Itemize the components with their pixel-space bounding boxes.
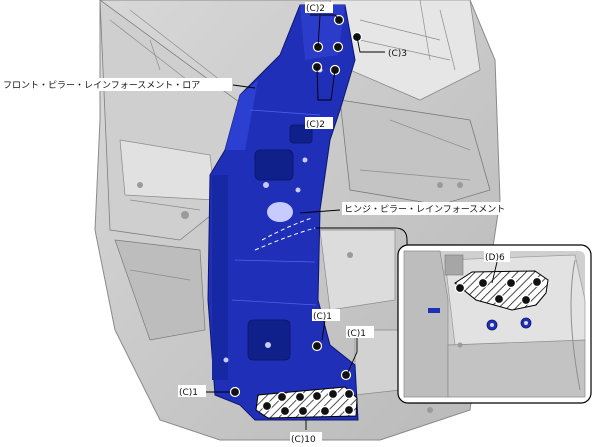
label-c1-right: (C)1: [346, 326, 374, 339]
label-c1-left: (C)1: [178, 385, 206, 398]
label-c1-left-text: (C)1: [179, 388, 198, 398]
weld-dots-panel: [229, 14, 363, 417]
label-c2-mid: (C)2: [305, 117, 333, 130]
weld-dot: [311, 390, 323, 402]
weld-dot: [229, 386, 241, 398]
label-c1-right-text: (C)1: [347, 329, 366, 339]
weld-dot: [493, 293, 505, 305]
label-c2-top-text: (C)2: [306, 4, 325, 14]
weld-dot: [279, 405, 291, 417]
labels: (C)2 (C)3 フロント・ピラー・レインフォースメント・ロア (C)2 ヒン…: [2, 2, 532, 445]
label-c2-top: (C)2: [305, 2, 333, 14]
weld-dot: [319, 405, 331, 417]
weld-dots-inset: [454, 276, 543, 306]
weld-dot: [520, 294, 532, 306]
detail-inset: [316, 227, 592, 404]
label-front-pillar-lower: フロント・ピラー・レインフォースメント・ロア: [2, 78, 232, 91]
weld-dot: [343, 388, 355, 400]
weld-dot: [297, 405, 309, 417]
weld-dot: [332, 41, 344, 53]
weld-dot: [505, 277, 517, 289]
weld-dot: [311, 340, 323, 352]
weld-dot: [343, 404, 355, 416]
weld-dot: [531, 276, 543, 288]
weld-dot: [276, 391, 288, 403]
label-c1-center-text: (C)1: [313, 312, 332, 322]
label-c3-text: (C)3: [388, 49, 407, 59]
label-c1-center: (C)1: [312, 309, 340, 322]
weld-dot: [327, 388, 339, 400]
weld-dot: [477, 277, 489, 289]
weld-dot: [261, 400, 273, 412]
label-c10: (C)10: [290, 432, 322, 445]
leader-lines: [204, 14, 498, 430]
weld-dot: [294, 391, 306, 403]
label-c2-mid-text: (C)2: [306, 120, 325, 130]
label-front-pillar-lower-text: フロント・ピラー・レインフォースメント・ロア: [3, 80, 200, 91]
label-hinge-pillar-text: ヒンジ・ピラー・レインフォースメント: [344, 204, 505, 215]
label-c10-text: (C)10: [291, 435, 316, 445]
label-d6: (D)6: [484, 250, 510, 263]
weld-dot: [340, 369, 352, 381]
weld-dot: [454, 282, 466, 294]
label-hinge-pillar: ヒンジ・ピラー・レインフォースメント: [342, 202, 532, 215]
label-c3: (C)3: [388, 49, 407, 59]
label-d6-text: (D)6: [485, 253, 505, 263]
